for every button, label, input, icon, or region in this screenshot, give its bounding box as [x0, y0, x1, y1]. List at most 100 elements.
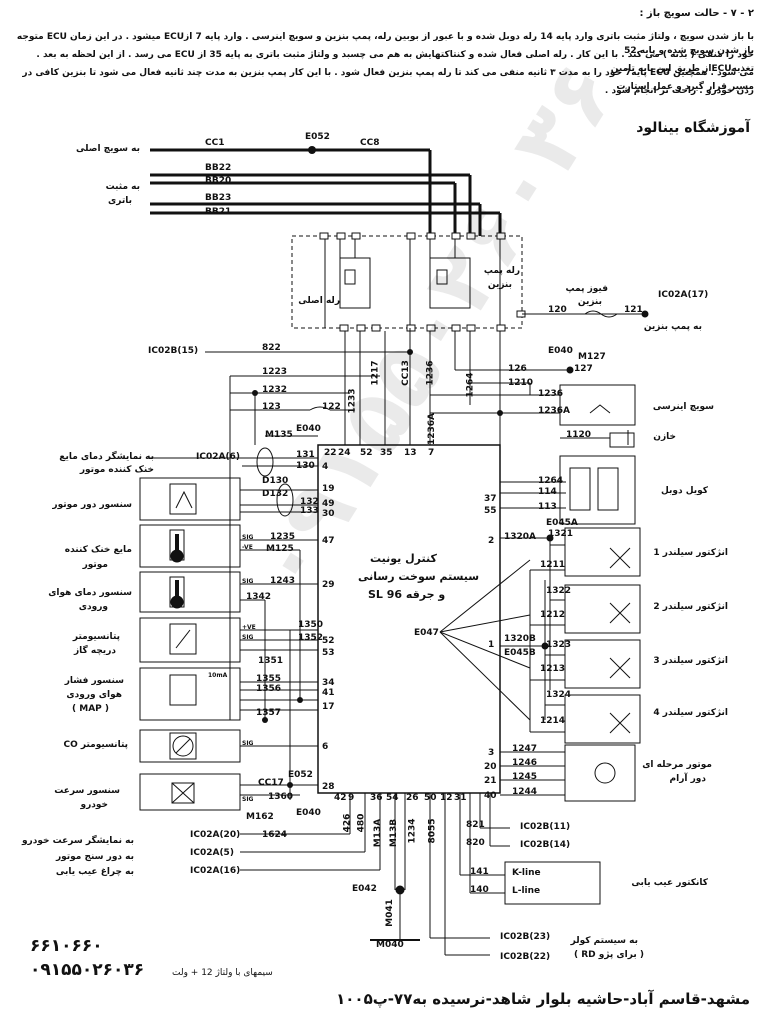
pump-relay-label-1: رله پمپ [483, 266, 520, 276]
pump-fuse-label-2: بنزین [577, 297, 602, 307]
tps-label-1: پتانسیومتر [72, 632, 120, 642]
wire-label: 1245 [512, 772, 538, 782]
co-pot-label: پتانسیومتر CO [63, 740, 128, 750]
injector-3-label: انژکتور سیلندر 3 [653, 656, 728, 666]
wire-label: BB22 [205, 163, 232, 173]
ecu-title-3: و جرقه SL 96 [368, 588, 446, 601]
ecu-pin: 28 [322, 782, 335, 792]
wire-label: 8055 [427, 818, 438, 844]
map-label-3: ( MAP ) [72, 704, 110, 714]
wire-label: 1320A [504, 532, 537, 542]
wire-label: 1233 [347, 388, 358, 414]
wire-label: M135 [265, 430, 293, 440]
wire-label: 140 [470, 885, 489, 895]
ecu-pin: 36 [370, 793, 383, 803]
tps-label-2: دریچه گاز [73, 646, 116, 656]
ecu-pin: 20 [484, 762, 497, 772]
speed-gauge-label: به نمایشگر سرعت خودرو [21, 836, 134, 846]
battery-label-1: به مثبت [105, 182, 140, 192]
coolant-sensor-label-1: مایع خنک کننده [64, 545, 132, 555]
idle-motor-label-2: دور آرام [669, 774, 706, 784]
wire-label: 1350 [298, 620, 324, 630]
ecu-pin: 29 [322, 580, 335, 590]
wire-label: BB21 [205, 207, 232, 217]
paragraph-line: خود را منفی ( بدنه ) می کند . با این کار… [36, 50, 754, 74]
wire-label: M162 [246, 812, 274, 822]
wire-label: 1243 [270, 576, 296, 586]
pin-sig: SIG [242, 796, 254, 803]
wire-label: 1246 [512, 758, 538, 768]
phone-number: ۶۶۱۰۶۶۰ [30, 936, 103, 956]
ecu-pin: 54 [386, 793, 399, 803]
ecu-pin: 7 [428, 448, 435, 458]
wire-label: 133 [300, 506, 319, 516]
wire-label: 426 [342, 813, 353, 833]
pin-sig: SIG [242, 534, 254, 541]
ecu-pin: 21 [484, 776, 497, 786]
voltage-note: سیمهای با ولتاژ 12 + ولت [172, 968, 273, 978]
wire-label: CC1 [205, 138, 225, 148]
idle-motor-label-1: موتور مرحله ای [642, 760, 712, 770]
wire-label: 1351 [258, 656, 284, 666]
wire-label: 1244 [512, 787, 538, 797]
ecu-pin: 26 [406, 793, 419, 803]
connector-ic02a17: IC02A(17) [658, 290, 709, 300]
ecu-pin: 53 [322, 648, 335, 658]
wire-label: L-line [512, 886, 541, 896]
double-coil-label: کویل دوبل [660, 486, 708, 496]
ecu-ref: E047 [414, 628, 439, 638]
ecu-pin: 12 [440, 793, 453, 803]
vss-label-2: خودرو [80, 800, 108, 810]
section-title: ۲ - ۷ - حالت سویچ باز : [639, 8, 754, 19]
connector-ic02a20: IC02A(20) [190, 830, 241, 840]
ecu-pin: 24 [338, 448, 351, 458]
coolant-sensor-label-2: موتور [82, 560, 108, 570]
injector-4-label: انژکتور سیلندر 4 [653, 708, 728, 718]
ecu-pin: 50 [424, 793, 437, 803]
wire-label: E045B [504, 648, 536, 658]
map-label-1: سنسور فشار [64, 676, 124, 686]
ecu-pin: 41 [322, 688, 335, 698]
school-name: آموزشگاه بینالود [636, 120, 750, 136]
ecu-pin: 42 [334, 793, 347, 803]
wire-label: 1357 [256, 708, 282, 718]
wire-label: 1236A [427, 412, 438, 446]
wire-label: 120 [548, 305, 567, 315]
wire-label: 1211 [540, 560, 566, 570]
connector-ic02b22: IC02B(22) [500, 952, 551, 962]
ecu-pin: 55 [484, 506, 497, 516]
ecu-pin: 13 [404, 448, 417, 458]
wire-label: 821 [466, 820, 485, 830]
wire-label: 1236 [425, 360, 436, 386]
ecu-pin: 52 [360, 448, 373, 458]
ecu-pin: 47 [322, 536, 335, 546]
ecu-pin: 37 [484, 494, 497, 504]
wire-label: 130 [296, 461, 315, 471]
wire-label: 1352 [298, 633, 324, 643]
wire-label: 1324 [546, 690, 572, 700]
wire-label: 1322 [546, 586, 572, 596]
wire-label: 1223 [262, 367, 288, 377]
paragraph-line: می شود . همچنین ECU پایه7 خود را به مدت … [22, 68, 754, 92]
wire-label: E040 [296, 424, 321, 434]
wire-label: 1320B [504, 634, 536, 644]
vss-label-1: سنسور سرعت [54, 786, 120, 796]
map-label-2: هوای ورودی [66, 690, 122, 700]
ecu-pin: 40 [484, 791, 497, 801]
wire-label: 1624 [262, 830, 288, 840]
wire-label: 1264 [465, 372, 476, 398]
wire-label: 132 [300, 497, 319, 507]
wire-label: 1214 [540, 716, 566, 726]
wire-label: M13B [389, 818, 400, 848]
cooler-label-2: ( برای پژو RD ) [573, 950, 644, 960]
ecu-pin: 6 [322, 742, 329, 752]
wire-label: 1210 [508, 378, 534, 388]
wire-label: 822 [262, 343, 281, 353]
ecu-pin: 9 [348, 793, 355, 803]
wire-label: 820 [466, 838, 485, 848]
wire-label: E052 [288, 770, 313, 780]
connector-ic02b15: IC02B(15) [148, 346, 199, 356]
ecu-pin: 19 [322, 484, 335, 494]
battery-label-2: باتری [108, 196, 132, 206]
